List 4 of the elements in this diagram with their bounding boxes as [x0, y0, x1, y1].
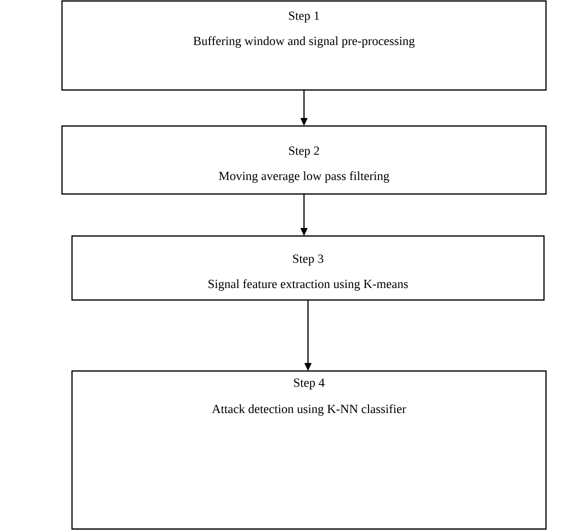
process-box: Step 1 Buffering window and signal pre-processing — [61, 0, 547, 91]
process-box: Step 2 Moving average low pass filtering — [61, 125, 547, 195]
process-box: Step 4 Attack detection using K-NN classifier — [71, 370, 547, 530]
process-box: Step 3 Signal feature extraction using K-means — [71, 235, 545, 301]
